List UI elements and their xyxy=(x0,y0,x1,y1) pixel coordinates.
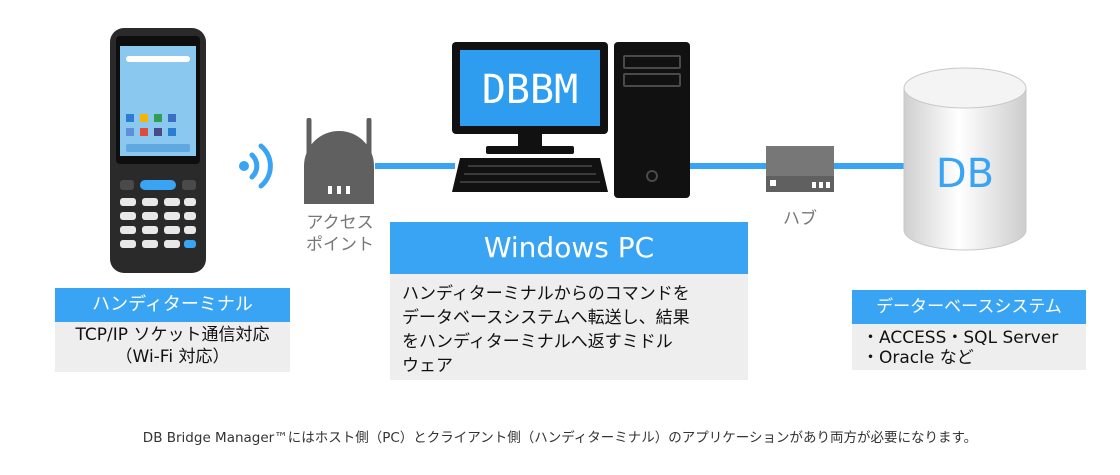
wifi-signal-icon xyxy=(236,138,276,194)
footer-caption: DB Bridge Manager™にはホスト側（PC）とクライアント側（ハンデ… xyxy=(142,430,978,446)
handheld-description-line2: （Wi-Fi 対応） xyxy=(115,347,230,367)
connection-line-ap-pc xyxy=(375,163,455,169)
windows-pc-description: ハンディターミナルからのコマンドを データベースシステムへ転送し、結果 をハンデ… xyxy=(390,274,748,380)
windows-pc-title-text: Windows PC xyxy=(483,231,655,264)
tower-pc-icon xyxy=(614,42,690,198)
handheld-title-text: ハンディターミナル xyxy=(92,294,253,315)
access-point-label-line1: アクセス xyxy=(306,213,374,233)
connection-line-hub-db xyxy=(832,163,908,169)
database-system-title: データーベースシステム xyxy=(852,290,1086,324)
windows-pc-description-line2: データベースシステムへ転送し、結果 xyxy=(402,308,690,328)
connection-line-pc-hub xyxy=(690,163,770,169)
windows-pc-description-line3: をハンディターミナルへ返すミドル xyxy=(402,332,673,352)
windows-pc-description-line1: ハンディターミナルからのコマンドを xyxy=(402,284,690,304)
monitor-icon xyxy=(452,42,608,194)
handheld-description-line1: TCP/IP ソケット通信対応 xyxy=(75,325,270,345)
handheld-title: ハンディターミナル xyxy=(55,288,290,322)
windows-pc-title: Windows PC xyxy=(390,222,748,274)
monitor-screen-text: DBBM xyxy=(481,67,579,113)
database-cylinder-icon xyxy=(902,66,1028,252)
hub-icon xyxy=(766,146,834,194)
access-point-label-line2: ポイント xyxy=(306,235,374,255)
handheld-terminal-image xyxy=(108,28,208,273)
database-system-description-line1: ・ACCESS・SQL Server xyxy=(862,328,1059,348)
windows-pc-description-line4: ウェア xyxy=(402,356,453,376)
access-point-label: アクセス ポイント xyxy=(290,212,390,256)
hub-label: ハブ xyxy=(783,209,817,229)
database-cylinder-text: DB xyxy=(935,151,995,197)
database-system-title-text: データーベースシステム xyxy=(876,297,1062,317)
handheld-description: TCP/IP ソケット通信対応 （Wi-Fi 対応） xyxy=(55,322,290,372)
database-system-description: ・ACCESS・SQL Server ・Oracle など xyxy=(852,324,1086,370)
database-system-description-line2: ・Oracle など xyxy=(862,348,974,368)
access-point-icon xyxy=(300,117,380,206)
